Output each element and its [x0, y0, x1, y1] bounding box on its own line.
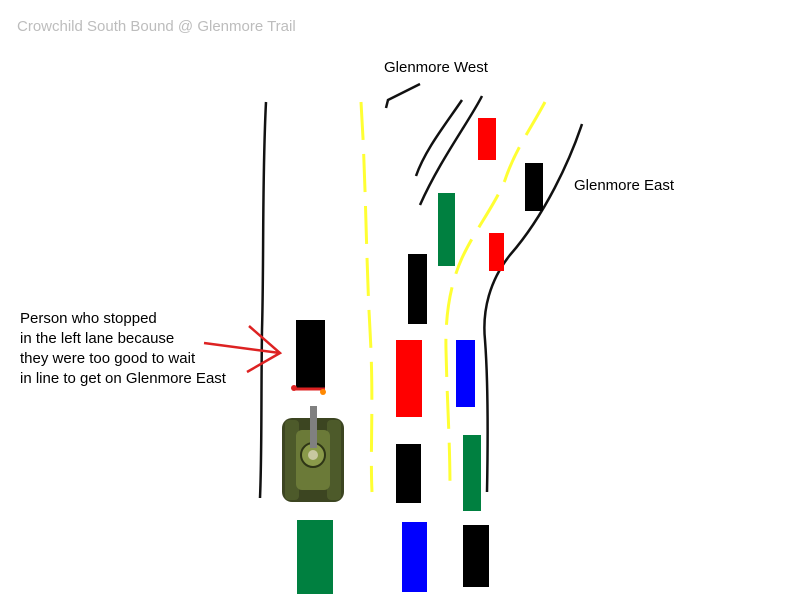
west-ramp-edge-1 [414, 99, 464, 177]
west-ramp-edge-2 [418, 95, 484, 206]
annotation-note: Person who stopped in the left lane beca… [20, 309, 226, 389]
vehicles-group [296, 118, 543, 594]
diagram-title: Crowchild South Bound @ Glenmore Trail [17, 18, 296, 35]
red-car [478, 118, 496, 160]
annotation-line: in line to get on Glenmore East [20, 370, 226, 387]
tank-icon [282, 406, 344, 502]
black-car [463, 525, 489, 587]
lane-divider-ramp [444, 101, 547, 491]
black-car [408, 254, 427, 324]
black-car [296, 320, 325, 389]
annotation-line: Person who stopped [20, 310, 157, 327]
road-left-edge [258, 101, 268, 499]
blue-car [402, 522, 427, 592]
green-car [438, 193, 455, 266]
pointer-arrow [203, 325, 283, 374]
black-car [525, 163, 543, 211]
stopped-car-marker [291, 385, 326, 395]
blue-car [456, 340, 475, 407]
annotation-line: they were too good to wait [20, 350, 196, 367]
label-glenmore-east: Glenmore East [574, 177, 675, 194]
red-car [396, 340, 422, 417]
green-car [463, 435, 481, 511]
black-car [396, 444, 421, 503]
lane-divider-left [359, 101, 374, 493]
annotation-line: in the left lane because [20, 330, 175, 347]
green-car [297, 520, 333, 594]
red-car [489, 233, 504, 271]
label-glenmore-west: Glenmore West [384, 59, 488, 76]
east-ramp-right-edge [483, 123, 584, 493]
glenmore-west-ramp-edge [384, 82, 421, 109]
